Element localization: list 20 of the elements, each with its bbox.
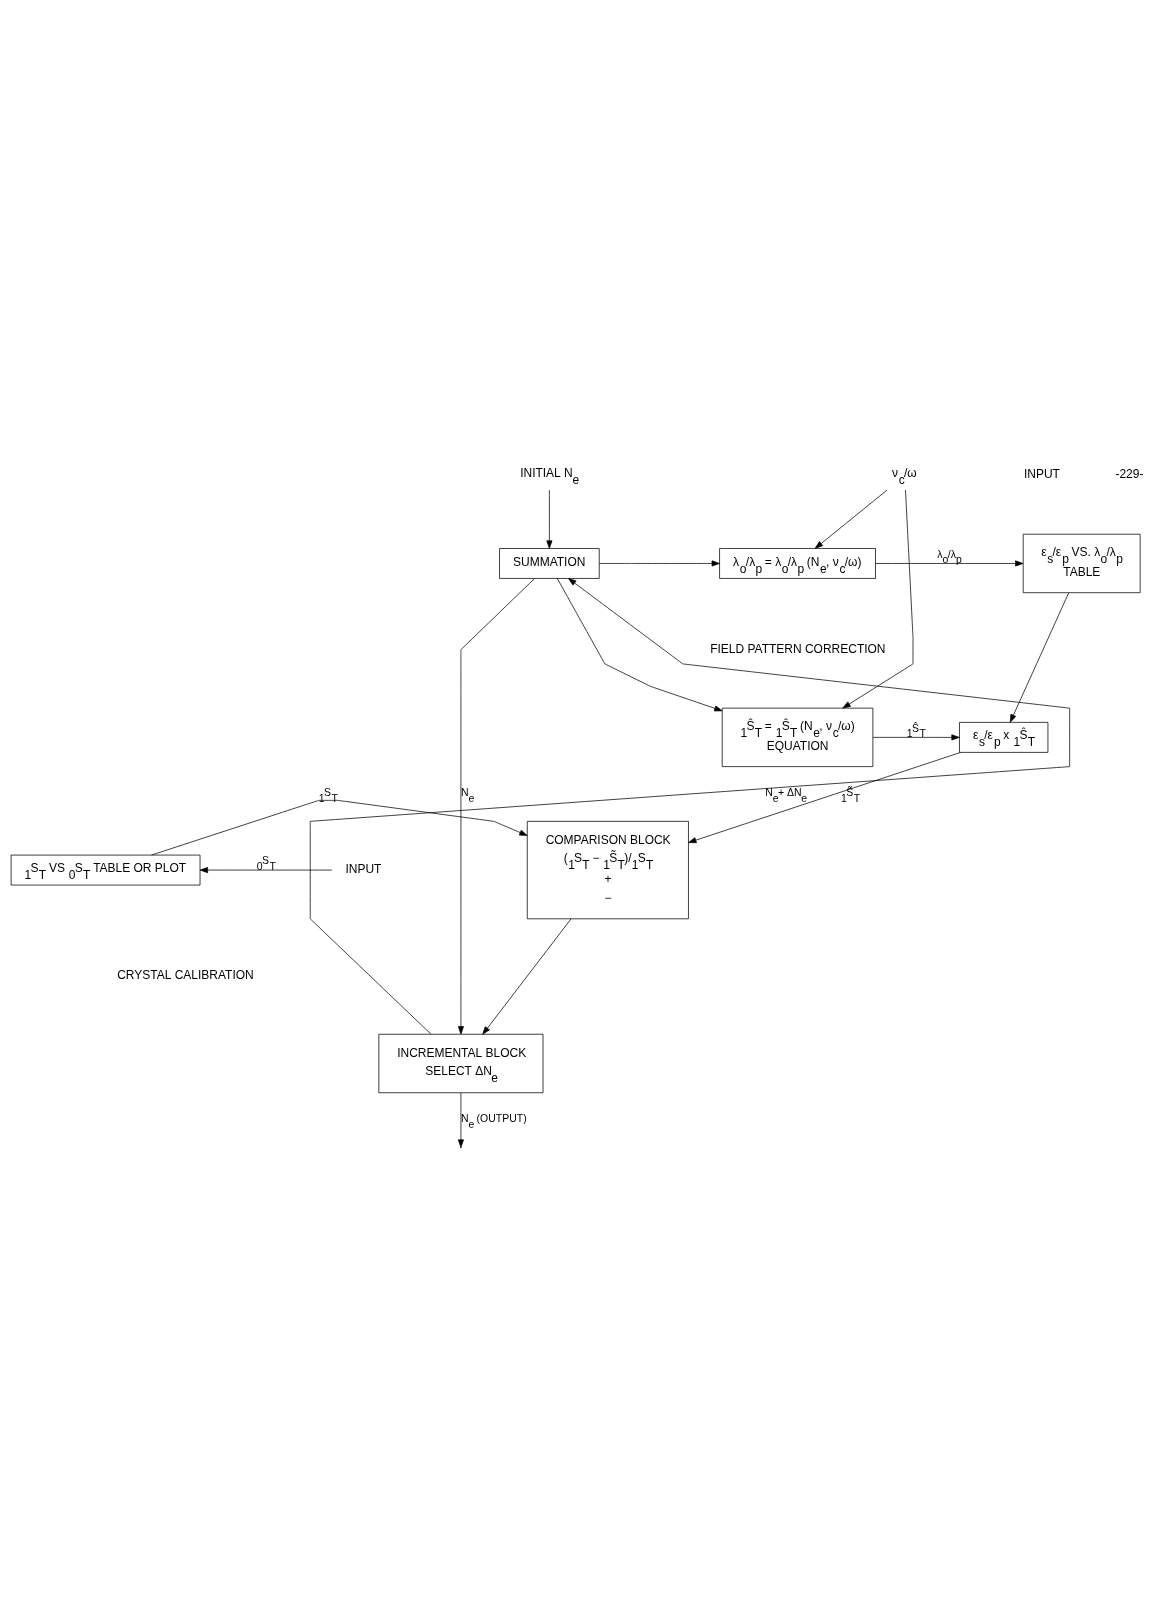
- arrow: [688, 752, 961, 844]
- arrow: [1009, 592, 1070, 723]
- arrow: [546, 489, 553, 549]
- label: CRYSTAL CALIBRATION: [117, 968, 254, 983]
- arrow: [556, 578, 723, 712]
- node-text: INPUT: [345, 861, 382, 876]
- arrow: [457, 578, 535, 1035]
- arrow: [309, 578, 1071, 1035]
- label: -229-: [1115, 466, 1144, 481]
- arrow: [872, 734, 960, 741]
- arrow: [599, 560, 720, 567]
- arrow: [199, 867, 333, 874]
- arrow: [151, 800, 528, 856]
- label: INPUT: [1023, 466, 1060, 481]
- node-box: SUMMATION: [499, 548, 600, 579]
- arrow: [875, 560, 1024, 567]
- arrow: [814, 489, 888, 549]
- arrow: [482, 918, 572, 1035]
- label: FIELD PATTERN CORRECTION: [710, 642, 886, 657]
- arrow: [842, 489, 914, 709]
